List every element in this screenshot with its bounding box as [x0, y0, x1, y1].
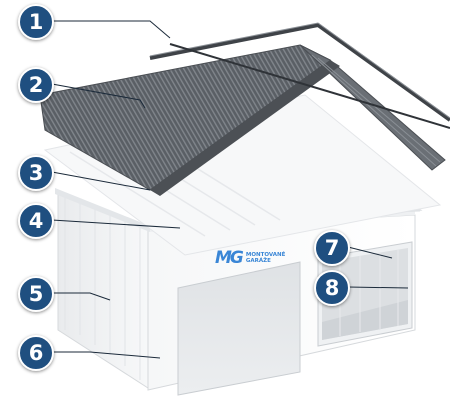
ridge-cap — [149, 23, 450, 122]
leader-4 — [51, 219, 181, 229]
leader-6 — [52, 351, 161, 359]
leader-5 — [52, 292, 111, 301]
roof-ridge-flashing — [149, 22, 450, 129]
ridge-cap-highlight — [149, 22, 450, 119]
logo-mark: MG — [215, 248, 244, 268]
leader-1 — [52, 20, 171, 39]
roof-sheeting — [39, 44, 446, 196]
callout-3: 3 — [18, 155, 54, 191]
callout-4: 4 — [18, 203, 54, 239]
main-door — [177, 261, 301, 396]
callout-8: 8 — [314, 270, 350, 306]
callout-1: 1 — [18, 4, 54, 40]
callout-6: 6 — [18, 335, 54, 371]
wall-top-plate — [55, 188, 150, 232]
roof-sheet-front — [150, 60, 340, 196]
side-door-floor — [322, 300, 408, 340]
ridge-edge — [169, 43, 450, 129]
logo-text: MONTOVANÉ GARÁŽE — [245, 252, 286, 264]
leader-8 — [347, 286, 409, 289]
leader-2 — [51, 83, 146, 109]
callout-2: 2 — [18, 67, 54, 103]
inner-wall-panels — [64, 195, 141, 380]
leader-lines — [51, 20, 409, 359]
leader-3 — [51, 171, 151, 191]
leader-7 — [347, 246, 393, 259]
callout-7: 7 — [314, 230, 350, 266]
callout-5: 5 — [18, 276, 54, 312]
garage-doors — [177, 241, 413, 396]
roof-sheet-ribs-right — [311, 54, 441, 167]
brand-logo: MG MONTOVANÉ GARÁŽE — [215, 248, 286, 268]
